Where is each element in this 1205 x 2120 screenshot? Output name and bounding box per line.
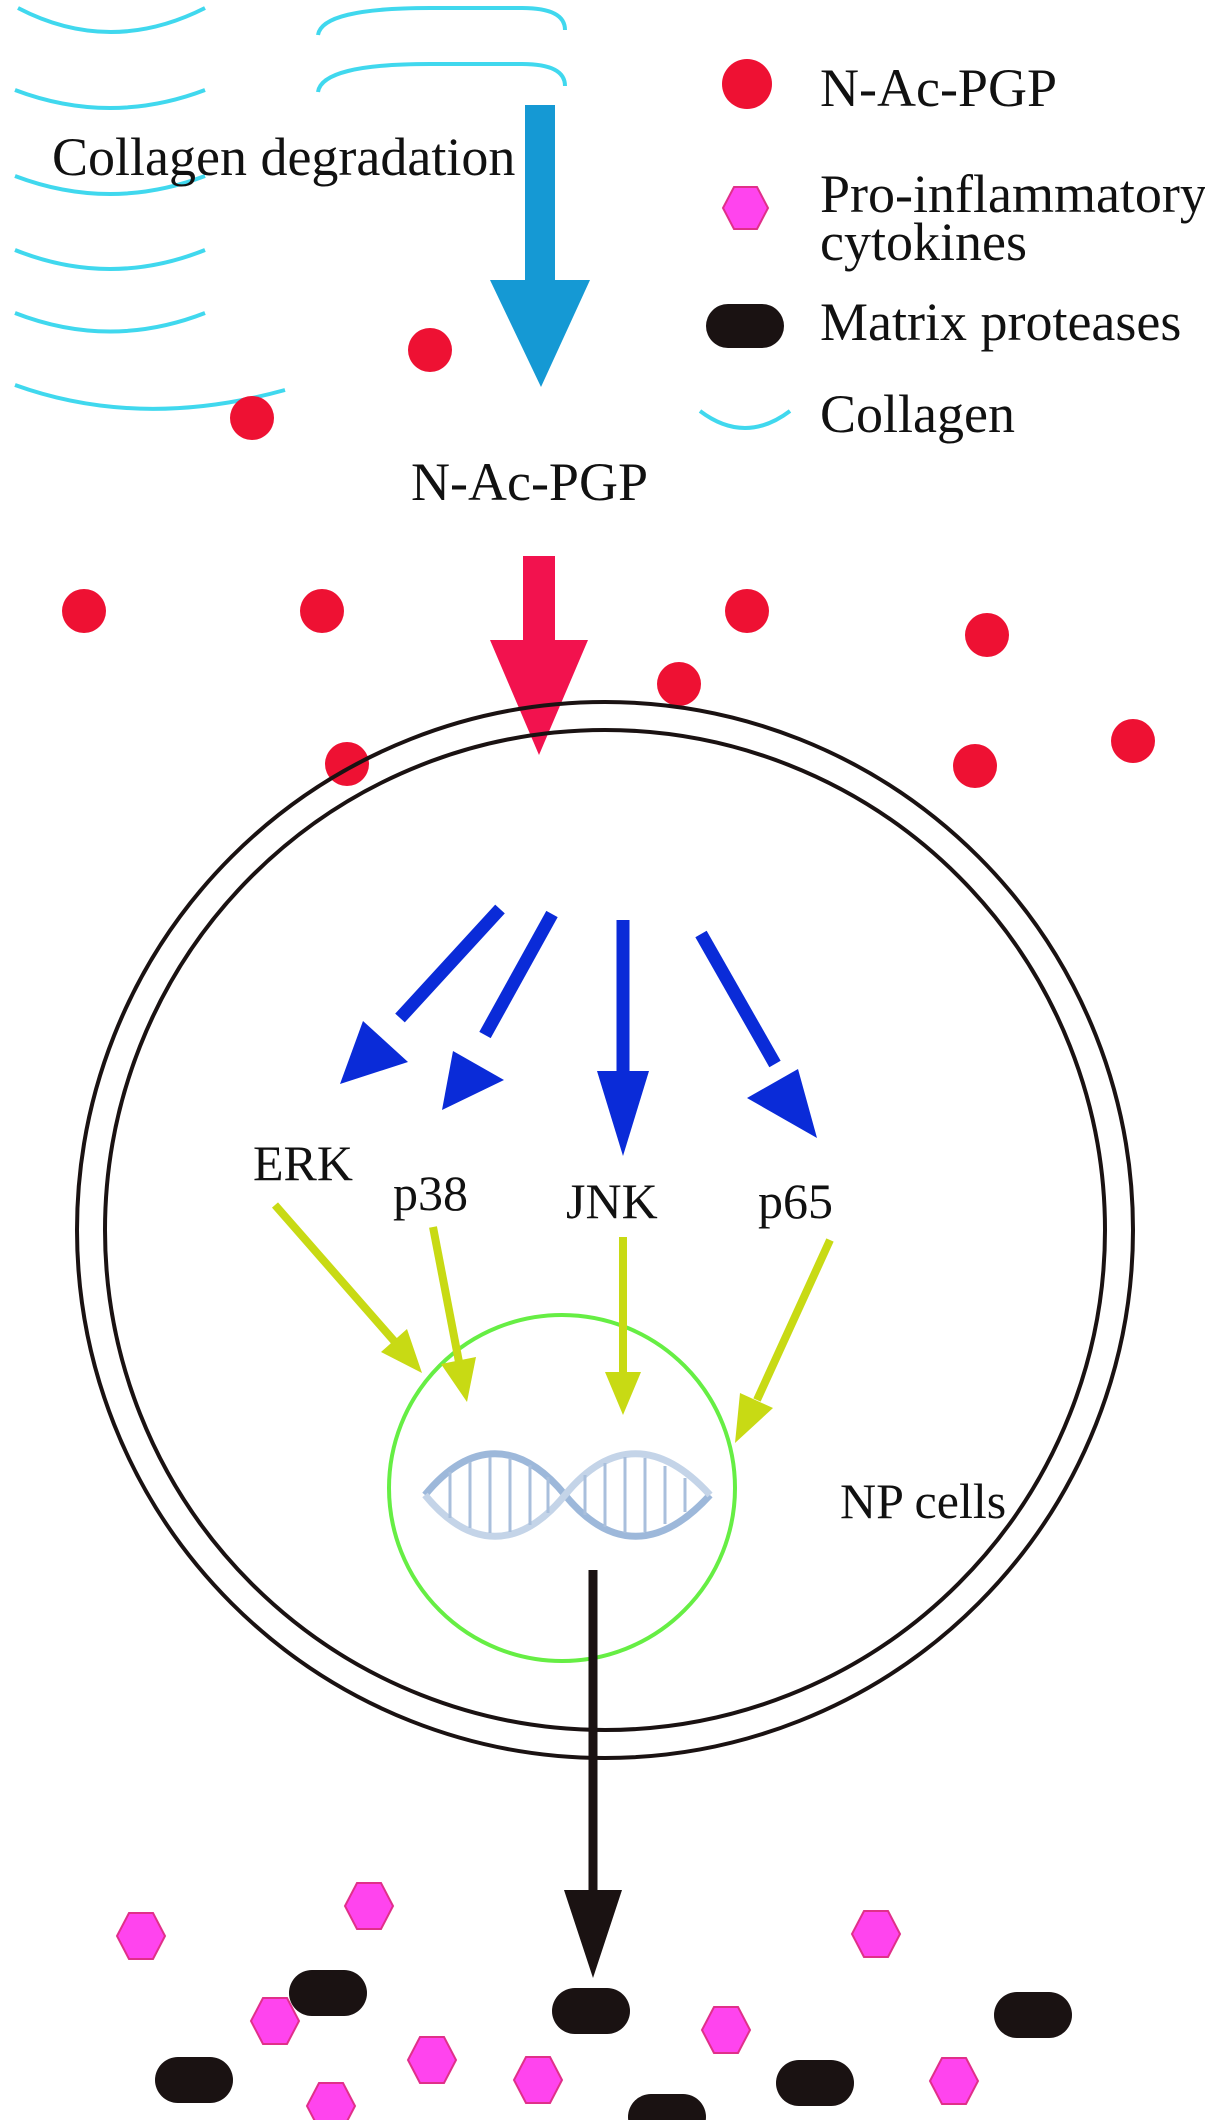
nucleus-arrow-p65 [735, 1238, 834, 1443]
legend-label-proteases: Matrix proteases [820, 292, 1181, 352]
legend-label-collagen: Collagen [820, 384, 1015, 444]
nucleus-arrow-jnk [605, 1237, 641, 1415]
protease-capsule [994, 1992, 1072, 2038]
n-ac-pgp-particle [953, 744, 997, 788]
legend: N-Ac-PGP Pro-inflammatory cytokines Matr… [698, 58, 1205, 444]
collagen-fiber [14, 248, 206, 271]
protease-capsule [155, 2057, 233, 2103]
nucleus-arrows [271, 1202, 834, 1443]
pathway-label-p38: p38 [393, 1165, 468, 1221]
nucleus-arrow-p38 [429, 1226, 476, 1402]
cell-outer-membrane [75, 700, 1135, 1760]
signal-arrow-jnk [597, 920, 649, 1156]
collagen-fiber [14, 311, 206, 334]
degradation-arrow [490, 105, 590, 387]
legend-label-n-ac-pgp: N-Ac-PGP [820, 58, 1057, 118]
np-cells-label: NP cells [840, 1473, 1006, 1529]
collagen-fiber [14, 174, 206, 196]
protease-capsule [552, 1988, 630, 2034]
protease-capsule [289, 1970, 367, 2016]
legend-label-cytokines-line1: Pro-inflammatory [820, 164, 1205, 224]
n-ac-pgp-particle [1111, 719, 1155, 763]
protease-capsule [776, 2060, 854, 2106]
signal-arrow-p38 [442, 910, 558, 1110]
n-ac-pgp-particle [657, 662, 701, 706]
cytokine-hexagon [850, 1910, 902, 1958]
legend-label-cytokines-line2: cytokines [820, 212, 1027, 272]
protease-capsule [628, 2094, 706, 2120]
cytokine-hexagon [406, 2036, 458, 2084]
cytokine-hexagon [249, 1997, 301, 2045]
cyan-arc-icon [698, 409, 792, 430]
cytokine-hexagon [928, 2057, 980, 2105]
cytokine-hexagon [343, 1882, 395, 1930]
n-ac-pgp-particle [408, 328, 452, 372]
n-ac-pgp-particle [725, 589, 769, 633]
cytokine-hexagon [305, 2082, 357, 2120]
matrix-proteases [155, 1970, 1072, 2120]
cell-inner-membrane [103, 728, 1107, 1732]
n-ac-pgp-particle [965, 613, 1009, 657]
cytokine-hexagon [512, 2056, 564, 2104]
n-ac-pgp-label: N-Ac-PGP [411, 452, 648, 512]
red-circle-icon [722, 59, 772, 109]
collagen-fibers [14, 6, 567, 411]
collagen-fiber [17, 6, 206, 34]
cytokine-hexagon [115, 1912, 167, 1960]
n-ac-pgp-particle [230, 396, 274, 440]
nucleus-arrow-erk [271, 1202, 422, 1373]
n-ac-pgp-arrow [490, 556, 588, 755]
n-ac-pgp-particle [300, 589, 344, 633]
pink-hexagon-icon [721, 186, 770, 230]
output-arrow [564, 1570, 622, 1978]
nucleus [387, 1313, 737, 1663]
cytokine-hexagon [700, 2006, 752, 2054]
signaling-arrows [340, 904, 817, 1156]
n-ac-pgp-particles [62, 589, 1155, 788]
pathway-label-jnk: JNK [566, 1173, 658, 1229]
collagen-fiber [316, 62, 567, 93]
black-capsule-icon [706, 304, 784, 348]
collagen-fiber [14, 88, 206, 110]
dna-icon [422, 1450, 713, 1540]
pathway-label-erk: ERK [253, 1135, 353, 1191]
collagen-fiber [316, 6, 567, 36]
collagen-degradation-label: Collagen degradation [52, 127, 515, 187]
cytokines [115, 1882, 980, 2120]
n-ac-pgp-particle [62, 589, 106, 633]
signal-arrow-erk [340, 904, 505, 1084]
signal-arrow-p65 [695, 930, 817, 1138]
pathway-label-p65: p65 [758, 1173, 833, 1229]
